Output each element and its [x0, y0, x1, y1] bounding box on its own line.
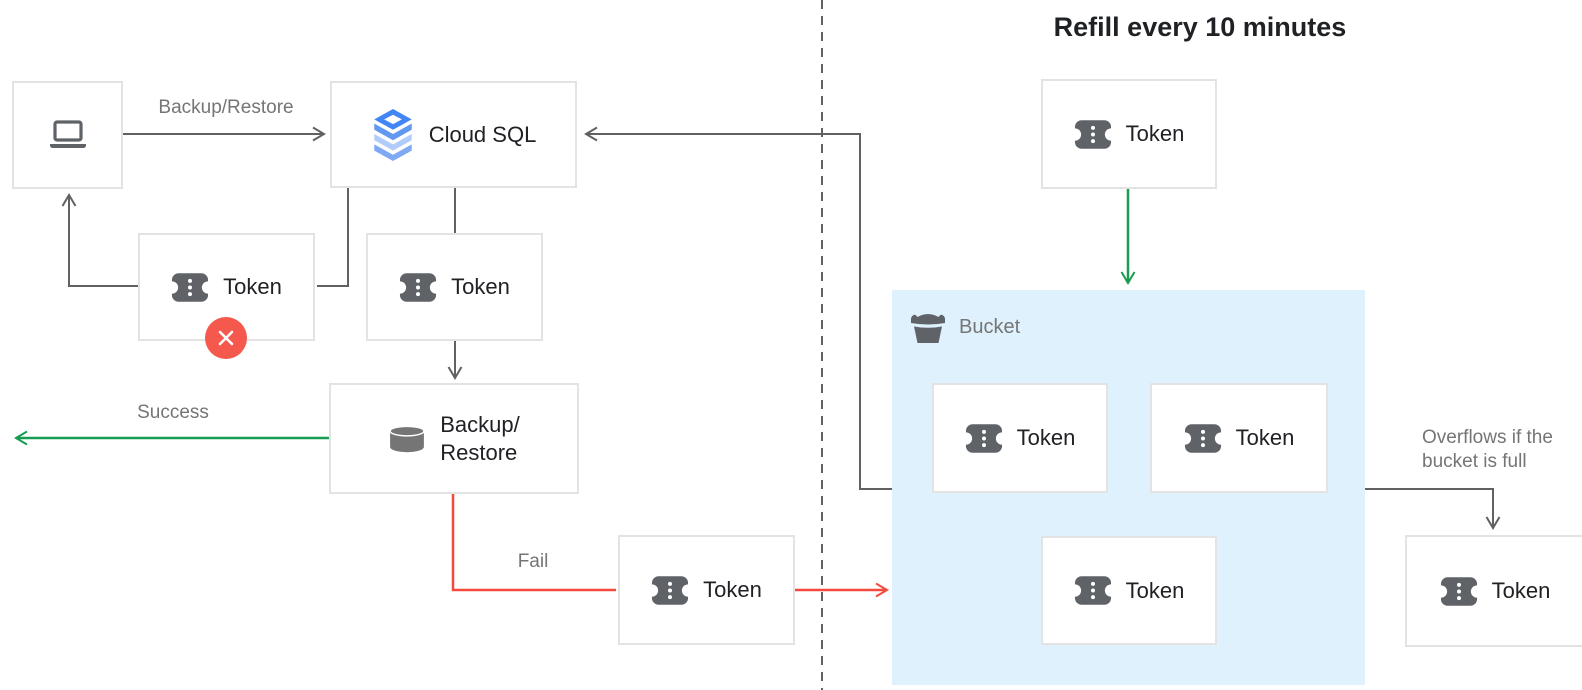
- connector-bucket-to-cloudsql: [584, 126, 892, 490]
- edge-label-success: Success: [137, 402, 209, 423]
- node-label: Token: [1016, 425, 1076, 450]
- node-label: Token: [451, 274, 510, 299]
- node-label: Token: [1125, 577, 1185, 603]
- edge-label-backup-restore: Backup/Restore: [158, 97, 294, 118]
- node-label: Cloud SQL: [428, 121, 537, 147]
- node-client: [12, 81, 123, 189]
- token-icon: [1183, 423, 1222, 454]
- node-label: Token: [1125, 121, 1185, 146]
- token-icon: [171, 272, 210, 303]
- cloud-sql-icon: [371, 108, 415, 161]
- token-icon: [1439, 576, 1478, 607]
- rejected-badge: [205, 317, 247, 359]
- edge-label-overflow: Overflows if the bucket is full: [1422, 427, 1553, 472]
- laptop-icon: [48, 118, 88, 152]
- node-bucket-token-1: Token: [932, 383, 1108, 493]
- close-icon: [216, 328, 236, 348]
- node-token-request: Token: [366, 233, 543, 341]
- bucket-icon: [909, 310, 947, 344]
- bucket-label-text: Bucket: [959, 315, 1021, 338]
- node-bucket-token-2: Token: [1150, 383, 1328, 493]
- connector-overflow: [1365, 488, 1501, 530]
- connector-fail: [451, 494, 616, 592]
- node-token-overflow: Token: [1405, 535, 1582, 647]
- node-label: Token: [703, 577, 762, 602]
- database-icon: [388, 425, 426, 453]
- connector-rejected-token-to-client: [61, 193, 138, 287]
- node-bucket-token-3: Token: [1041, 536, 1217, 645]
- node-label: Token: [1235, 425, 1295, 450]
- bucket-label: Bucket: [909, 310, 1020, 344]
- node-backup-restore: Backup/ Restore: [329, 383, 579, 494]
- node-token-fail: Token: [618, 535, 795, 645]
- token-icon: [1073, 119, 1112, 150]
- node-label: Token: [223, 274, 282, 299]
- node-label: Token: [1491, 578, 1551, 603]
- token-icon: [651, 575, 690, 606]
- token-icon: [964, 423, 1003, 454]
- diagram-title: Refill every 10 minutes: [1053, 12, 1347, 42]
- connector-cloudsql-to-rejected-token: [317, 188, 349, 287]
- token-icon: [399, 272, 438, 303]
- node-cloud-sql: Cloud SQL: [330, 81, 577, 188]
- token-icon: [1073, 575, 1112, 606]
- node-token-refill: Token: [1041, 79, 1217, 189]
- edge-label-fail: Fail: [517, 551, 549, 572]
- node-label: Backup/ Restore: [440, 411, 520, 465]
